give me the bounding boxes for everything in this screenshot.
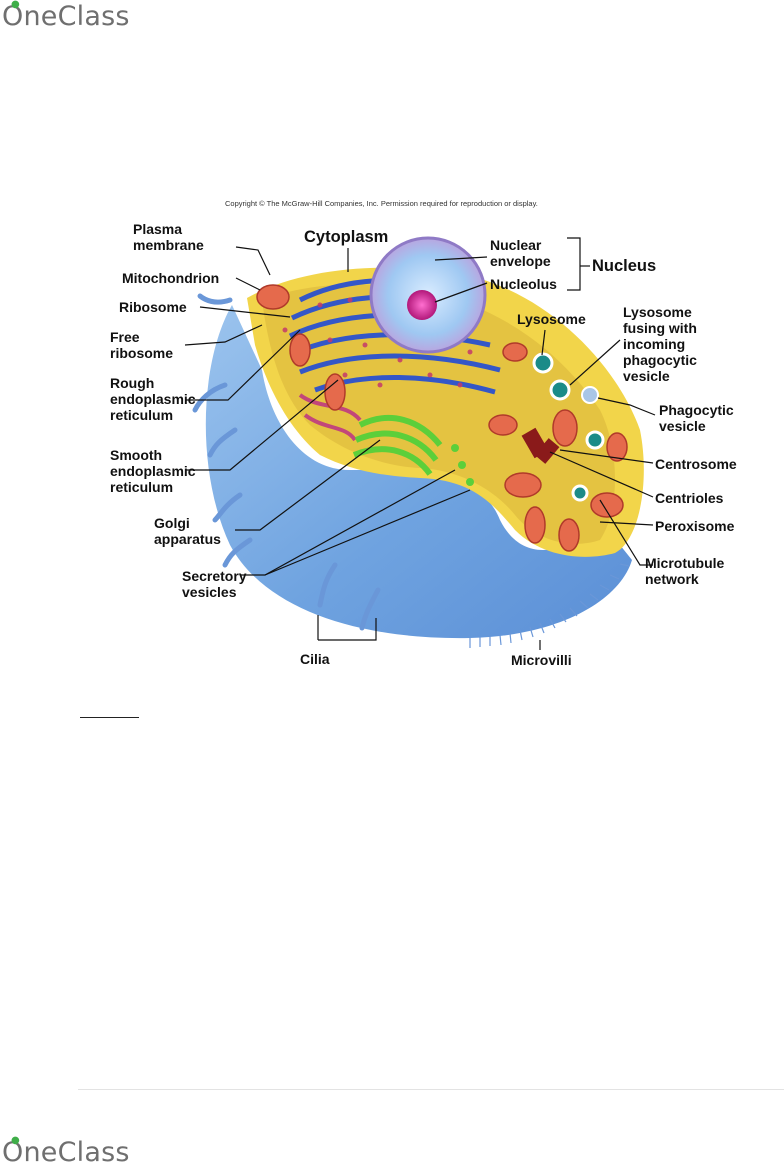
leaf-icon: ● (11, 0, 20, 10)
label-free-ribosome: Free ribosome (110, 329, 174, 361)
microvilli (469, 563, 630, 648)
text-underline (80, 717, 139, 718)
label-microtubule-network: Microtubule network (645, 555, 725, 587)
centrioles-shape (521, 427, 560, 464)
label-lysosome: Lysosome (517, 311, 586, 327)
secretory-vesicle-dots (451, 444, 474, 486)
oneclass-logo-top: ● OneClass (2, 0, 130, 32)
label-ribosome: Ribosome (119, 299, 187, 315)
copyright-notice: Copyright © The McGraw-Hill Companies, I… (225, 199, 538, 208)
label-centrosome: Centrosome (655, 456, 737, 472)
oneclass-logo-bottom: ● OneClass (2, 1135, 130, 1168)
nucleolus-shape (407, 290, 437, 320)
label-phagocytic-vesicle: Phagocytic vesicle (659, 402, 734, 434)
label-peroxisome: Peroxisome (655, 518, 735, 534)
label-smooth-er: Smooth endoplasmic reticulum (110, 447, 196, 495)
label-lysosome-fusing: Lysosome fusing with incoming phagocytic… (623, 304, 697, 384)
label-nucleolus: Nucleolus (490, 276, 557, 292)
label-plasma-membrane: Plasma membrane (133, 221, 204, 253)
logo-text: OneClass (2, 1, 130, 32)
lysosomes (532, 352, 605, 502)
logo-text: OneClass (2, 1137, 130, 1168)
mitochondria (256, 284, 628, 552)
label-cytoplasm: Cytoplasm (304, 228, 389, 246)
label-rough-er: Rough endoplasmic reticulum (110, 375, 196, 423)
label-nuclear-envelope: Nuclear envelope (490, 237, 551, 269)
phagocytic-vesicle-shape (581, 386, 599, 404)
label-centrioles: Centrioles (655, 490, 724, 506)
leader-lines (184, 237, 656, 650)
label-microvilli: Microvilli (511, 652, 572, 668)
label-cilia: Cilia (300, 651, 330, 667)
cilia (192, 293, 381, 631)
footer-divider (78, 1089, 784, 1090)
label-mitochondrion: Mitochondrion (122, 270, 220, 286)
label-secretory-vesicles: Secretory vesicles (182, 568, 247, 600)
label-nucleus: Nucleus (592, 257, 657, 275)
label-golgi: Golgi apparatus (154, 515, 221, 547)
leaf-icon: ● (11, 1135, 20, 1146)
